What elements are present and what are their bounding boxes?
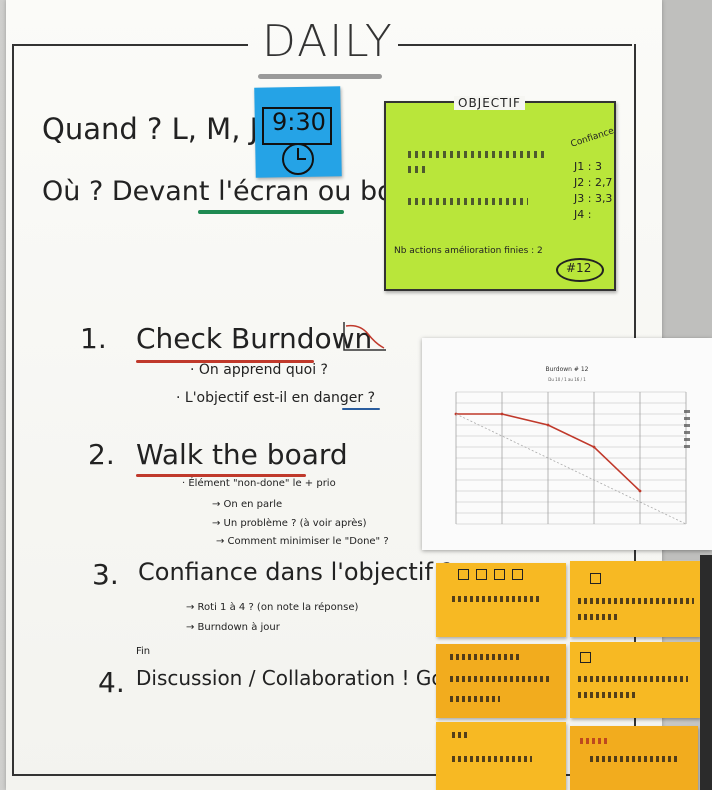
step-title: Confiance dans l'objectif ? bbox=[138, 558, 454, 586]
checkbox-icon bbox=[494, 569, 505, 580]
redacted-text bbox=[452, 756, 532, 762]
data-point bbox=[546, 423, 550, 427]
step-number: 1. bbox=[80, 322, 107, 355]
redacted-text bbox=[408, 151, 548, 158]
step-note: → Roti 1 à 4 ? (on note la réponse) bbox=[186, 602, 359, 613]
fin-label: Fin bbox=[136, 646, 151, 657]
redacted-text bbox=[580, 738, 608, 744]
confiance-line: J1 : 3 bbox=[574, 160, 602, 173]
redacted-text bbox=[578, 692, 638, 698]
step-number: 4. bbox=[98, 666, 125, 699]
step-number: 3. bbox=[92, 558, 119, 591]
step-title: Check Burndown bbox=[136, 322, 373, 355]
frame-top-left bbox=[12, 44, 248, 46]
redacted-legend bbox=[684, 410, 690, 450]
redacted-text bbox=[408, 198, 528, 205]
checkbox-icon bbox=[590, 573, 601, 584]
data-point bbox=[638, 489, 642, 493]
redacted-text bbox=[578, 676, 688, 682]
burndown-sketch-icon bbox=[343, 322, 386, 351]
redacted-text bbox=[452, 732, 468, 738]
meeting-time: 9:30 bbox=[272, 108, 326, 136]
redacted-text bbox=[578, 598, 694, 604]
data-point bbox=[500, 412, 504, 416]
sprint-number: #12 bbox=[566, 261, 592, 275]
redacted-text bbox=[578, 614, 618, 620]
dark-edge bbox=[700, 555, 712, 790]
chart-title: Burdown # 12 bbox=[545, 366, 589, 373]
redacted-text bbox=[590, 756, 680, 762]
step-note: → Un problème ? (à voir après) bbox=[212, 518, 367, 529]
step-note: · L'objectif est-il en danger ? bbox=[176, 390, 376, 406]
sprint-badge bbox=[556, 258, 604, 282]
clock-icon bbox=[282, 143, 314, 175]
note-underline bbox=[342, 408, 380, 410]
step-title: Discussion / Collaboration ! Go! bbox=[136, 666, 452, 690]
checkbox-icon bbox=[512, 569, 523, 580]
step-title: Walk the board bbox=[136, 438, 348, 471]
data-point bbox=[592, 445, 596, 449]
redacted-text bbox=[450, 654, 520, 660]
checkbox-icon bbox=[580, 652, 591, 663]
step-note: → On en parle bbox=[212, 499, 283, 510]
step-underline bbox=[136, 474, 306, 477]
step-note: → Comment minimiser le "Done" ? bbox=[216, 536, 389, 547]
step-note: · Élément "non-done" le + prio bbox=[182, 478, 336, 489]
title-underline bbox=[258, 74, 382, 79]
step-note: · On apprend quoi ? bbox=[190, 362, 328, 378]
frame-top-right bbox=[398, 44, 632, 46]
step-underline bbox=[136, 360, 314, 363]
confiance-line: J4 : bbox=[574, 208, 592, 221]
ou-line: Où ? Devant l'écran ou board bbox=[42, 176, 438, 207]
chart-subtitle: Du 10 / 1 au 16 / 1 bbox=[548, 377, 586, 382]
checkbox-icon bbox=[476, 569, 487, 580]
confiance-line: J2 : 2,7 bbox=[574, 176, 613, 189]
burndown-printout: Burdown # 12 Du 10 / 1 au 16 / 1 bbox=[422, 338, 712, 550]
objectif-label: OBJECTIF bbox=[454, 96, 525, 110]
step-number: 2. bbox=[88, 438, 115, 471]
confiance-line: J3 : 3,3 bbox=[574, 192, 613, 205]
redacted-text bbox=[450, 696, 500, 702]
step-note: → Burndown à jour bbox=[186, 622, 280, 633]
redacted-text bbox=[450, 676, 550, 682]
board-title: DAILY bbox=[262, 16, 394, 67]
redacted-text bbox=[452, 596, 542, 602]
redacted-text bbox=[408, 166, 428, 173]
green-underline bbox=[198, 210, 344, 214]
checkbox-icon bbox=[458, 569, 469, 580]
objectif-footer: Nb actions amélioration finies : 2 bbox=[394, 246, 543, 256]
series-line-1 bbox=[455, 413, 687, 525]
burndown-chart bbox=[454, 391, 687, 525]
